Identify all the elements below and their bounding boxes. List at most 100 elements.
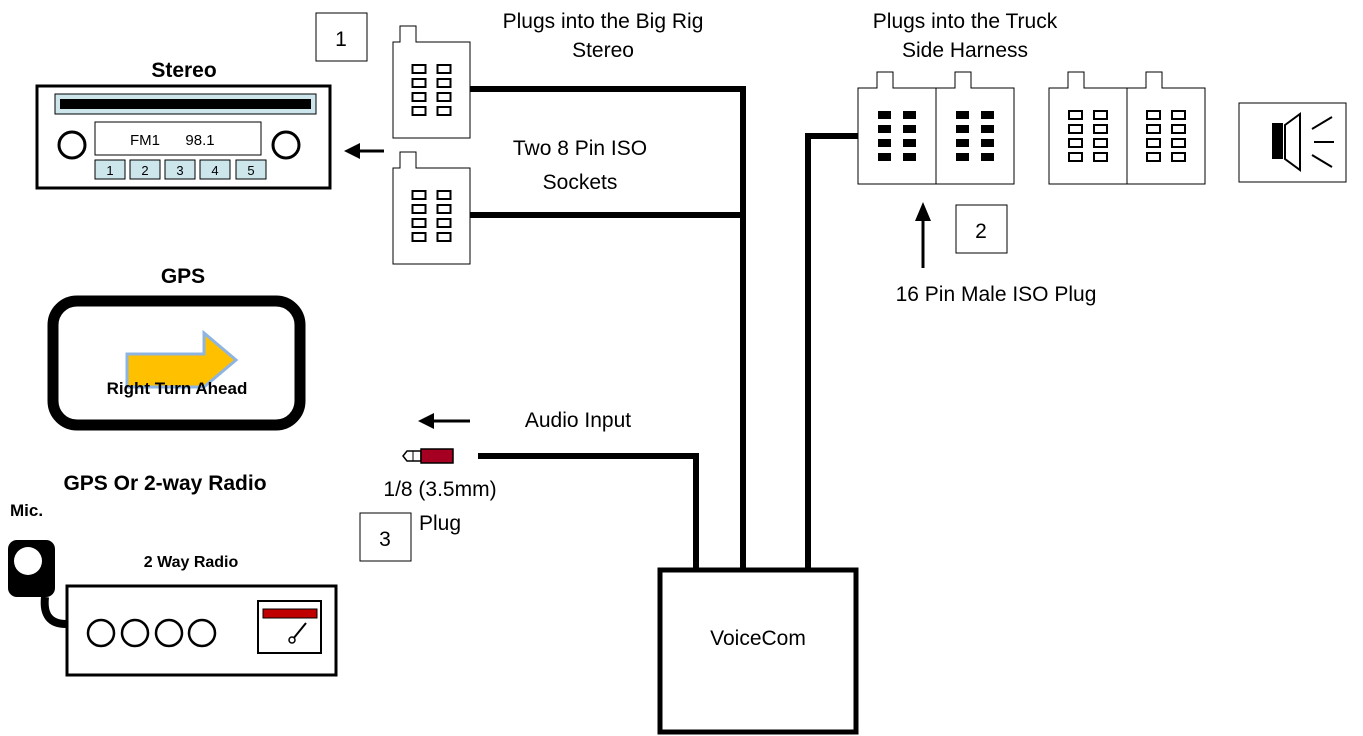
stereo-display xyxy=(94,121,262,156)
wire-audio-input xyxy=(478,453,699,570)
radio-knob-icon xyxy=(154,618,184,648)
connector-pin xyxy=(436,64,452,74)
audio-input-label: Audio Input xyxy=(525,409,631,432)
gps-title: GPS xyxy=(161,265,205,288)
connector-pin xyxy=(956,125,969,133)
iso-socket-top xyxy=(392,25,471,139)
connector-pin xyxy=(411,78,427,88)
voicecom-box xyxy=(657,567,859,735)
connector-pin xyxy=(1093,110,1108,120)
stereo-preset-button: 3 xyxy=(164,159,196,180)
connector-pin xyxy=(436,106,452,116)
stereo-cd-slot xyxy=(60,99,311,109)
connector-pin xyxy=(956,139,969,147)
plugs-stereo-line1: Plugs into the Big Rig xyxy=(503,10,704,33)
wires xyxy=(470,86,858,570)
callout-1: 1 xyxy=(315,12,368,62)
connector-pin xyxy=(411,64,427,74)
connector-pin xyxy=(981,125,994,133)
stereo-knob-right-icon xyxy=(271,130,301,160)
audio-jack-icon xyxy=(402,448,454,464)
connector-pin xyxy=(1068,152,1083,162)
connector-pin xyxy=(878,111,891,119)
connector-pin xyxy=(1146,110,1161,120)
stereo-preset-label: 3 xyxy=(176,163,183,178)
arrow-right-icon xyxy=(125,329,239,389)
stereo-preset-button: 2 xyxy=(129,159,161,180)
radio-knob-icon xyxy=(120,618,150,648)
radio-title: 2 Way Radio xyxy=(144,554,239,571)
stereo-preset-button: 1 xyxy=(94,159,126,180)
connector-pin xyxy=(981,111,994,119)
connector-pin xyxy=(436,78,452,88)
connector-pin xyxy=(1171,110,1186,120)
radio-knobs xyxy=(86,618,217,648)
connector-pin xyxy=(1068,110,1083,120)
connector-pin xyxy=(981,139,994,147)
plug-size-line2: Plug xyxy=(419,512,461,535)
connector-pin xyxy=(1146,152,1161,162)
plugs-truck-line1: Plugs into the Truck xyxy=(873,10,1058,33)
connector-pin xyxy=(1068,124,1083,134)
connector-pin xyxy=(1171,152,1186,162)
connector-pin xyxy=(436,232,452,242)
stereo-presets: 1 2 3 4 5 xyxy=(94,159,267,180)
connector-pin xyxy=(1171,124,1186,134)
connector-pin xyxy=(411,190,427,200)
stereo-preset-label: 4 xyxy=(211,163,218,178)
male-plug-label: 16 Pin Male ISO Plug xyxy=(896,283,1097,306)
connector-pin xyxy=(878,153,891,161)
speaker-icon xyxy=(1238,102,1347,183)
stereo-preset-button: 4 xyxy=(199,159,231,180)
plug-size-line1: 1/8 (3.5mm) xyxy=(383,478,496,501)
connector-pin xyxy=(903,153,916,161)
connector-pin xyxy=(1146,138,1161,148)
connector-pin xyxy=(411,106,427,116)
mic-label: Mic. xyxy=(10,501,43,520)
plugs-truck-line2: Side Harness xyxy=(902,39,1028,62)
connector-pin xyxy=(903,139,916,147)
connector-pin xyxy=(436,204,452,214)
voicecom-module: VoiceCom xyxy=(657,567,859,735)
radio-section-title: GPS Or 2-way Radio xyxy=(63,472,266,495)
stereo-preset-label: 2 xyxy=(141,163,148,178)
callout-2-label: 2 xyxy=(975,220,987,243)
connector-pin xyxy=(981,153,994,161)
two-way-radio-section: GPS Or 2-way Radio Mic. 2 Way Radio xyxy=(8,472,338,677)
male-iso-plug-16pin xyxy=(857,71,1015,185)
stereo-preset-label: 5 xyxy=(247,163,254,178)
connector-pin xyxy=(878,125,891,133)
callout-3: 3 xyxy=(359,512,412,562)
microphone-icon xyxy=(8,540,67,628)
connector-pin xyxy=(956,153,969,161)
sockets-line2: Sockets xyxy=(543,171,618,194)
connector-pin xyxy=(436,92,452,102)
wire-stereo-plug xyxy=(470,86,746,570)
connector-pin xyxy=(1146,124,1161,134)
text-labels: Plugs into the Big Rig Stereo Two 8 Pin … xyxy=(383,10,1096,535)
stereo-band: FM1 xyxy=(130,132,160,149)
wire-truck-harness xyxy=(805,133,858,570)
connector-pin xyxy=(436,218,452,228)
female-iso-socket-16pin xyxy=(1048,71,1206,185)
stereo-preset-label: 1 xyxy=(106,163,113,178)
connector-pin xyxy=(411,232,427,242)
radio-knob-icon xyxy=(187,618,217,648)
arrow-up-icon xyxy=(915,202,931,268)
connector-pin xyxy=(411,204,427,214)
connector-pin xyxy=(411,218,427,228)
callout-3-label: 3 xyxy=(379,528,391,551)
connector-pin xyxy=(903,125,916,133)
connector-pin xyxy=(903,111,916,119)
iso-socket-bottom xyxy=(392,151,471,265)
arrow-left-icon xyxy=(344,143,384,159)
plugs-stereo-line2: Stereo xyxy=(572,39,634,62)
stereo-preset-button: 5 xyxy=(235,159,267,180)
connector-pin xyxy=(411,92,427,102)
connector-pin xyxy=(1171,138,1186,148)
callout-2: 2 xyxy=(955,204,1008,254)
gps-unit: GPS Right Turn Ahead xyxy=(47,265,306,431)
connector-pin xyxy=(1068,138,1083,148)
connector-pin xyxy=(878,139,891,147)
